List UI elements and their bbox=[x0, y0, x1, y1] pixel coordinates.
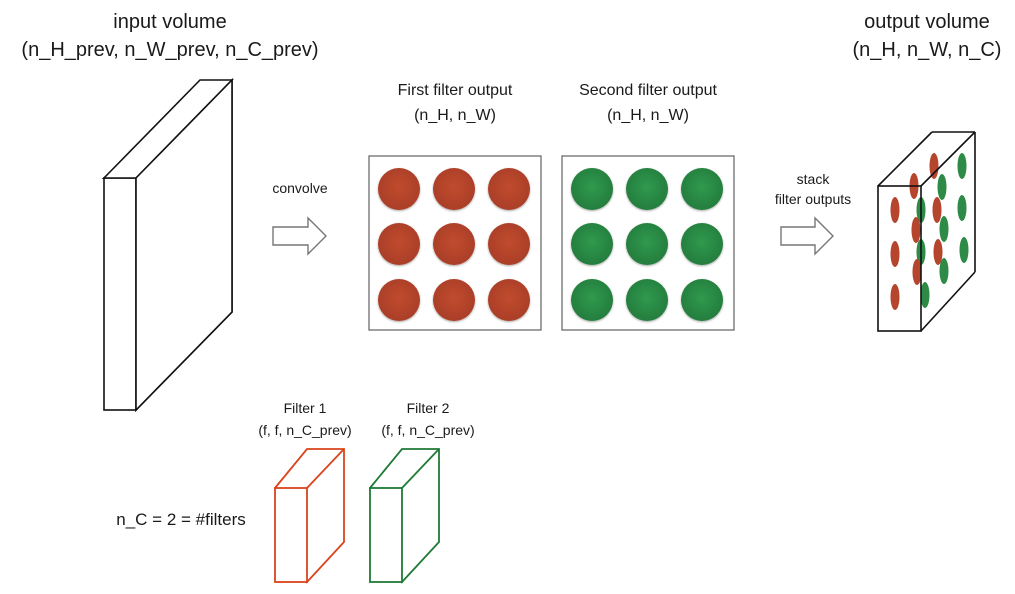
filter1-shape: (f, f, n_C_prev) bbox=[258, 422, 351, 438]
output-volume-shape: (n_H, n_W, n_C) bbox=[853, 39, 1002, 61]
output-volume-title: output volume bbox=[864, 11, 990, 33]
convolve-arrow-icon bbox=[272, 216, 327, 256]
red-cell bbox=[378, 223, 420, 265]
red-dot bbox=[890, 197, 900, 223]
convolve-label: convolve bbox=[272, 180, 327, 196]
second-output-title: Second filter output bbox=[579, 82, 717, 99]
red-dot bbox=[911, 217, 921, 243]
red-dot bbox=[932, 197, 942, 223]
filter2-title: Filter 2 bbox=[407, 400, 450, 416]
red-cell bbox=[488, 279, 530, 321]
filter2-shape: (f, f, n_C_prev) bbox=[381, 422, 474, 438]
green-cell bbox=[681, 279, 723, 321]
red-dot bbox=[912, 259, 922, 285]
green-dot bbox=[939, 216, 949, 242]
input-volume-shape: (n_H_prev, n_W_prev, n_C_prev) bbox=[21, 39, 318, 61]
green-cell bbox=[571, 168, 613, 210]
red-cell bbox=[433, 223, 475, 265]
red-cell bbox=[378, 168, 420, 210]
green-cell bbox=[626, 168, 668, 210]
filter1-box bbox=[273, 448, 345, 584]
first-output-cells bbox=[378, 168, 530, 321]
red-dot bbox=[890, 241, 900, 267]
n-c-label: n_C = 2 = #filters bbox=[116, 510, 245, 529]
input-volume-title: input volume bbox=[113, 11, 226, 33]
red-cell bbox=[488, 223, 530, 265]
stack-label-line1: stack bbox=[797, 171, 831, 187]
green-dot bbox=[920, 282, 930, 308]
green-dot bbox=[937, 174, 947, 200]
green-dot bbox=[957, 195, 967, 221]
red-dot bbox=[890, 284, 900, 310]
output-volume-box bbox=[877, 131, 976, 332]
green-cell bbox=[626, 223, 668, 265]
red-dot bbox=[929, 153, 939, 179]
stack-arrow-icon bbox=[780, 216, 834, 256]
red-cell bbox=[488, 168, 530, 210]
green-cell bbox=[681, 168, 723, 210]
red-cell bbox=[433, 279, 475, 321]
red-cell bbox=[433, 168, 475, 210]
filter1-title: Filter 1 bbox=[284, 400, 327, 416]
green-cell bbox=[571, 279, 613, 321]
red-cell bbox=[378, 279, 420, 321]
red-dot bbox=[933, 239, 943, 265]
input-volume-box bbox=[101, 78, 234, 412]
green-dot bbox=[959, 237, 969, 263]
second-output-shape: (n_H, n_W) bbox=[607, 107, 689, 124]
first-output-title: First filter output bbox=[398, 82, 513, 99]
first-output-shape: (n_H, n_W) bbox=[414, 107, 496, 124]
green-cell bbox=[681, 223, 723, 265]
second-output-cells bbox=[571, 168, 723, 321]
green-dot bbox=[939, 258, 949, 284]
green-cell bbox=[571, 223, 613, 265]
green-cell bbox=[626, 279, 668, 321]
green-dot bbox=[957, 153, 967, 179]
filter2-box bbox=[368, 448, 440, 584]
stack-label-line2: filter outputs bbox=[775, 191, 851, 207]
